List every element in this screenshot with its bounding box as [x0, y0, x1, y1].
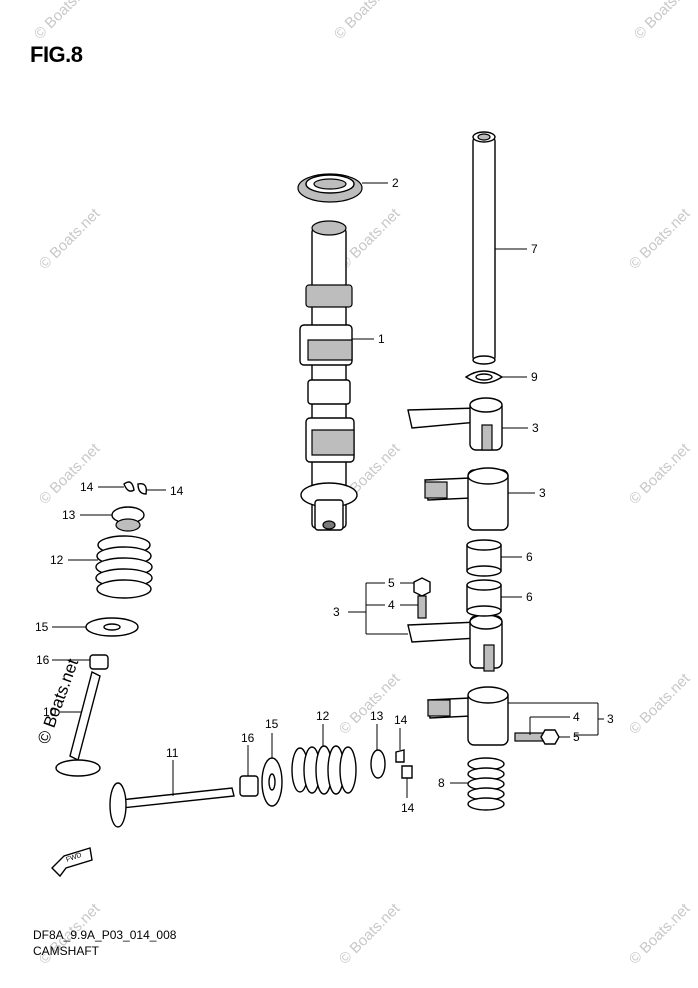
camshaft-part[interactable]: [299, 220, 358, 531]
watermark: © Boats.net: [626, 670, 694, 738]
callout-14: 14: [401, 801, 415, 815]
valve-spring-right[interactable]: [467, 757, 505, 811]
callout-6: 6: [526, 550, 533, 564]
watermark: © Boats.net: [36, 440, 104, 508]
valve-left[interactable]: [55, 670, 101, 777]
callout-8: 8: [438, 776, 445, 790]
figure-title: FIG.8: [30, 42, 83, 67]
watermark: © Boats.net: [331, 0, 399, 43]
watermark: © Boats.net: [36, 205, 104, 273]
watermark: © Boats.net: [31, 0, 99, 43]
valve-spring-left[interactable]: [95, 535, 153, 599]
callout-16: 16: [36, 653, 50, 667]
callout-6: 6: [526, 590, 533, 604]
callout-5: 5: [573, 730, 580, 744]
retainer-bottom[interactable]: [370, 749, 386, 779]
cotter-pieces-left[interactable]: [123, 481, 148, 495]
callout-2: 2: [392, 176, 399, 190]
adjust-screw-upper[interactable]: [417, 595, 427, 619]
rocker-arm-upper-1[interactable]: [407, 397, 503, 451]
watermark: © Boats.net: [34, 656, 82, 746]
callout-9: 9: [531, 370, 538, 384]
spring-seat-bottom[interactable]: [261, 757, 283, 807]
watermark: © Boats.net: [626, 205, 694, 273]
callout-14: 14: [170, 484, 184, 498]
valve-spring-bottom[interactable]: [291, 745, 357, 795]
valve-seal-left[interactable]: [89, 654, 109, 670]
callout-7: 7: [531, 242, 538, 256]
callout-12: 12: [316, 709, 330, 723]
callout-3: 3: [539, 486, 546, 500]
rocker-arm-upper-2[interactable]: [424, 467, 509, 531]
callout-labels: 2 1 7 9 3 3 6 6 5 4 3 4 3 5 8 14 14 13 1…: [35, 176, 614, 815]
callout-16: 16: [241, 731, 255, 745]
rocker-arm-lower-1[interactable]: [407, 614, 503, 672]
watermark: © Boats.net: [336, 900, 404, 968]
retainer-left[interactable]: [111, 506, 145, 532]
callout-13: 13: [370, 709, 384, 723]
spring-seat-left[interactable]: [85, 617, 139, 637]
callout-14: 14: [80, 480, 94, 494]
bushing-part-upper[interactable]: [466, 539, 502, 577]
watermark: © Boats.net: [631, 0, 698, 43]
figure-code: DF8A_9.9A_P03_014_008: [33, 928, 177, 942]
callout-14: 14: [394, 713, 408, 727]
valve-seal-bottom[interactable]: [239, 775, 259, 797]
bushing-part-lower[interactable]: [466, 579, 502, 617]
push-rod-part[interactable]: [472, 131, 496, 365]
watermark: © Boats.net: [626, 440, 694, 508]
oil-seal-part[interactable]: [297, 173, 363, 203]
callout-3: 3: [532, 421, 539, 435]
callout-3: 3: [607, 712, 614, 726]
callout-13: 13: [62, 508, 76, 522]
fwd-arrow-icon: FWD: [51, 847, 93, 878]
rocker-arm-lower-2[interactable]: [427, 686, 509, 746]
watermark: © Boats.net: [336, 670, 404, 738]
callout-15: 15: [35, 620, 49, 634]
callout-12: 12: [50, 553, 64, 567]
callout-4: 4: [573, 710, 580, 724]
callout-3: 3: [333, 605, 340, 619]
callout-15: 15: [265, 717, 279, 731]
gasket-part[interactable]: [464, 370, 504, 384]
cotter-pieces-bottom[interactable]: [395, 749, 413, 779]
callout-1: 1: [378, 332, 385, 346]
leader-lines: [52, 182, 604, 798]
callout-4: 4: [388, 598, 395, 612]
callout-5: 5: [388, 576, 395, 590]
figure-name: CAMSHAFT: [33, 944, 99, 958]
callout-10: 10: [43, 705, 57, 719]
callout-11: 11: [166, 746, 179, 760]
adjust-nut-lower[interactable]: [540, 729, 560, 745]
valve-part-11[interactable]: [109, 782, 235, 828]
adjust-nut-upper[interactable]: [413, 577, 431, 597]
watermark: © Boats.net: [626, 900, 694, 968]
